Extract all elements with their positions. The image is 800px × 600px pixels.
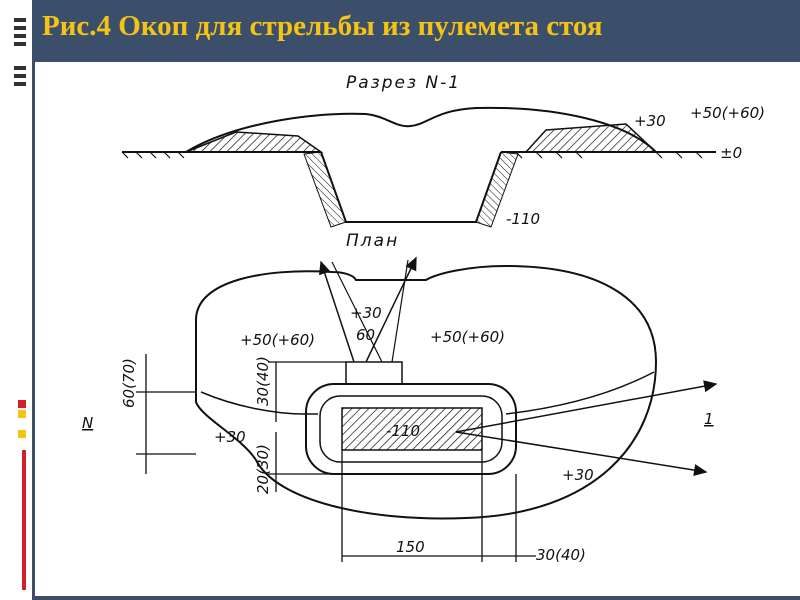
plan-pit-depth: -110 — [386, 422, 420, 440]
title-bar — [32, 0, 800, 62]
plan-dim-vertical-outer: 60(70) — [120, 358, 138, 408]
trench-drawing: Разрез N-1 +30 +50(+60) ±0 -110 План — [36, 62, 800, 596]
section-trench-depth: -110 — [506, 210, 540, 228]
section-ground-level: ±0 — [720, 144, 742, 162]
plan-label: План — [346, 231, 399, 251]
decor-square-yellow — [18, 430, 26, 438]
decor-bar — [14, 66, 26, 70]
parapet-right-hatch — [524, 123, 658, 153]
parapet-outline — [195, 264, 658, 520]
fire-sector-left-2 — [331, 261, 383, 363]
trench-wall-left — [303, 151, 347, 228]
decor-square-yellow — [18, 410, 26, 418]
loophole-notch — [345, 361, 403, 384]
plan-section-mark-left: N — [82, 414, 93, 432]
parapet-inner-edge-left — [200, 391, 318, 415]
section-line-1 — [455, 380, 718, 433]
parapet-left-hatch — [185, 131, 324, 153]
trench-inner-edge — [319, 395, 503, 463]
trench-outer-edge — [305, 383, 517, 475]
trench-wall-right — [475, 151, 519, 228]
plan-dim-vertical-notch: 30(40) — [254, 356, 272, 406]
section-label: Разрез N-1 — [346, 73, 461, 93]
decor-bar — [14, 26, 26, 30]
firing-pit — [341, 407, 483, 451]
plan-dim-length: 150 — [396, 538, 425, 556]
decor-square-red — [18, 400, 26, 408]
section-parapet-height-alt: +50(+60) — [690, 104, 765, 122]
plan-notch-height: +30 — [350, 304, 382, 322]
trench-profile — [320, 151, 502, 223]
decor-bar — [14, 34, 26, 38]
left-decor-strip — [0, 0, 32, 600]
fire-sector-right-2 — [391, 259, 409, 363]
plan-dim-vertical-lower: 20(30) — [254, 444, 272, 494]
decor-bar — [14, 42, 26, 46]
trench-diagram-svg: Разрез N-1 +30 +50(+60) ±0 -110 План — [82, 73, 765, 564]
plan-section-mark-right: 1 — [704, 410, 714, 428]
section-line-2 — [455, 431, 708, 477]
plan-view — [136, 256, 718, 562]
decor-stripe-red — [22, 450, 26, 590]
left-rule — [32, 62, 35, 600]
fire-sector-right — [365, 256, 417, 363]
bottom-rule — [32, 596, 800, 600]
ground-hatch-ticks — [121, 151, 703, 159]
section-view — [121, 106, 716, 228]
slide-title: Рис.4 Окоп для стрельбы из пулемета стоя — [42, 10, 603, 42]
decor-bar — [14, 74, 26, 78]
plan-right-level: +30 — [562, 466, 594, 484]
plan-notch-width: 60 — [356, 326, 375, 344]
parapet-profile — [185, 106, 657, 153]
decor-bar — [14, 18, 26, 22]
plan-dim-berm: 30(40) — [536, 546, 586, 564]
plan-left-level: +30 — [214, 428, 246, 446]
parapet-inner-edge-right — [505, 371, 655, 415]
section-parapet-height: +30 — [634, 112, 666, 130]
fire-sector-left — [319, 260, 355, 363]
decor-bar — [14, 82, 26, 86]
plan-parapet-left: +50(+60) — [240, 331, 315, 349]
plan-parapet-right: +50(+60) — [430, 328, 505, 346]
